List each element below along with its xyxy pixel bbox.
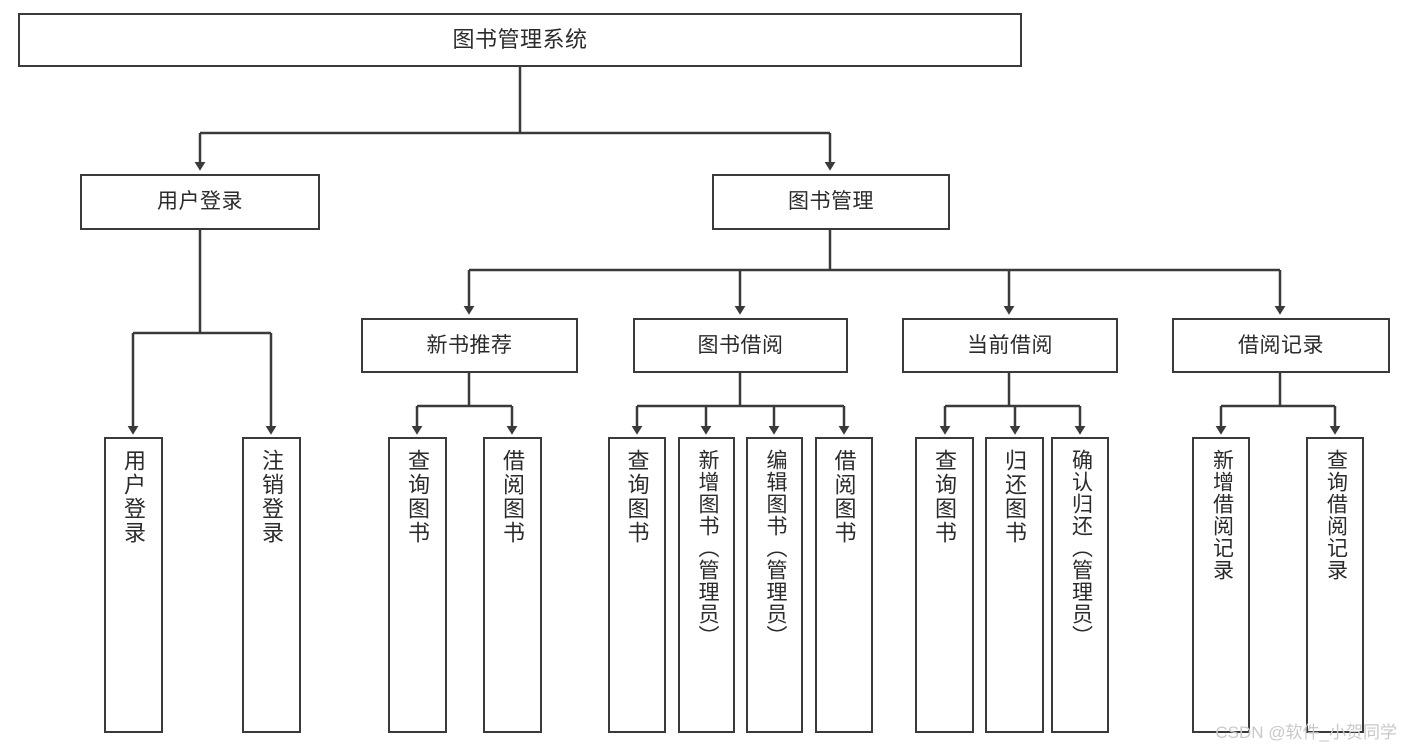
- leaf-current-borrow-query[interactable]: 查询图书: [915, 437, 974, 733]
- leaf-new-book-query[interactable]: 查询图书: [388, 437, 447, 733]
- leaf-user-login-signout-label: 注销登录: [259, 449, 285, 545]
- leaf-user-login-signin-label: 用户登录: [121, 449, 147, 545]
- node-current-borrow-label: 当前借阅: [967, 333, 1053, 357]
- leaf-book-borrow-borrow-label: 借阅图书: [831, 449, 857, 545]
- node-root[interactable]: 图书管理系统: [18, 13, 1022, 67]
- leaf-user-login-signin[interactable]: 用户登录: [104, 437, 163, 733]
- node-borrow-record[interactable]: 借阅记录: [1172, 318, 1390, 373]
- leaf-book-borrow-query[interactable]: 查询图书: [608, 437, 666, 733]
- node-book-management[interactable]: 图书管理: [712, 174, 950, 230]
- leaf-new-book-query-label: 查询图书: [405, 449, 431, 545]
- leaf-user-login-signout[interactable]: 注销登录: [242, 437, 301, 733]
- leaf-borrow-record-query-label: 查询借阅记录: [1324, 449, 1348, 581]
- node-user-login[interactable]: 用户登录: [80, 174, 320, 230]
- node-user-login-label: 用户登录: [157, 190, 243, 214]
- leaf-book-borrow-edit[interactable]: 编辑图书（管理员）: [746, 437, 803, 733]
- leaf-book-borrow-query-label: 查询图书: [624, 449, 650, 545]
- node-book-borrow[interactable]: 图书借阅: [633, 318, 848, 373]
- leaf-book-borrow-edit-label: 编辑图书（管理员）: [763, 449, 787, 647]
- node-borrow-record-label: 借阅记录: [1238, 333, 1324, 357]
- leaf-book-borrow-add[interactable]: 新增图书（管理员）: [678, 437, 735, 733]
- node-new-book-recommend[interactable]: 新书推荐: [361, 318, 578, 373]
- node-book-management-label: 图书管理: [788, 190, 874, 214]
- leaf-current-borrow-confirm-return[interactable]: 确认归还（管理员）: [1051, 437, 1109, 733]
- node-new-book-recommend-label: 新书推荐: [426, 333, 513, 357]
- leaf-borrow-record-add[interactable]: 新增借阅记录: [1192, 437, 1250, 733]
- csdn-watermark: CSDN @软件_小贺同学: [1215, 723, 1397, 742]
- leaf-current-borrow-return[interactable]: 归还图书: [985, 437, 1044, 733]
- leaf-current-borrow-confirm-return-label: 确认归还（管理员）: [1069, 449, 1093, 647]
- leaf-current-borrow-return-label: 归还图书: [1002, 449, 1028, 545]
- leaf-current-borrow-query-label: 查询图书: [932, 449, 958, 545]
- leaf-borrow-record-query[interactable]: 查询借阅记录: [1306, 437, 1364, 733]
- leaf-new-book-borrow[interactable]: 借阅图书: [483, 437, 542, 733]
- node-root-label: 图书管理系统: [452, 26, 588, 52]
- node-current-borrow[interactable]: 当前借阅: [902, 318, 1118, 373]
- leaf-borrow-record-add-label: 新增借阅记录: [1210, 449, 1234, 581]
- leaf-book-borrow-add-label: 新增图书（管理员）: [695, 449, 719, 647]
- leaf-book-borrow-borrow[interactable]: 借阅图书: [815, 437, 873, 733]
- node-book-borrow-label: 图书借阅: [697, 333, 784, 357]
- leaf-new-book-borrow-label: 借阅图书: [500, 449, 526, 545]
